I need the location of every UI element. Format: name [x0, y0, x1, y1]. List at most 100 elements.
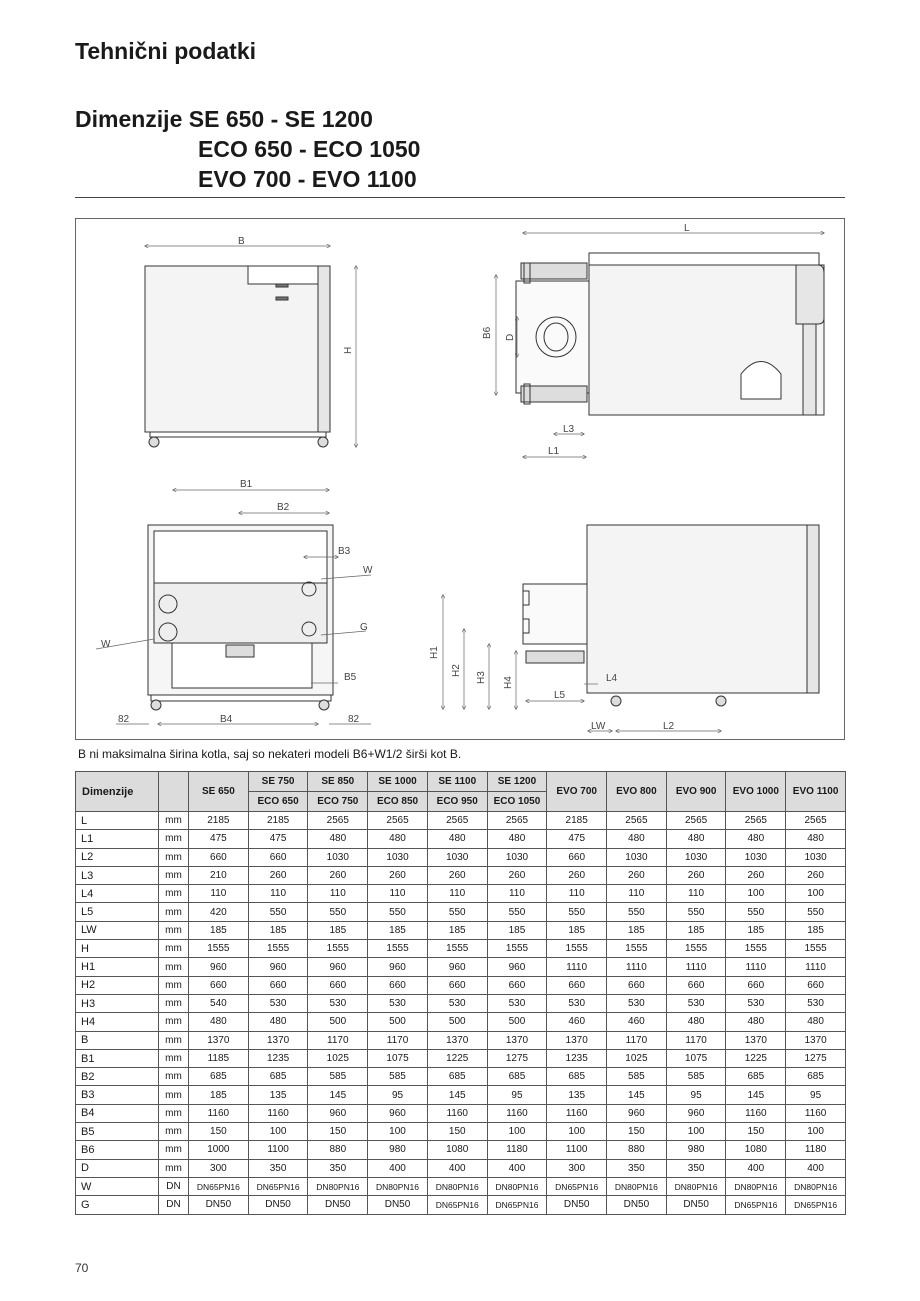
row-label: L1: [75, 829, 159, 849]
table-cell: 530: [307, 993, 369, 1014]
table-cell: 585: [606, 1067, 667, 1087]
dimensions-table: Dimenzije SE 650 SE 750 SE 850 SE 1000 S…: [75, 771, 846, 1215]
table-cell: 210: [188, 865, 249, 886]
table-cell: 185: [546, 920, 608, 941]
table-cell: 150: [426, 1122, 488, 1142]
table-cell: DN65PN16: [785, 1195, 846, 1215]
table-cell: 185: [426, 920, 488, 941]
table-cell: 260: [367, 865, 428, 886]
table-cell: 1025: [307, 1048, 369, 1069]
table-cell: 660: [426, 975, 488, 995]
table-cell: 1370: [247, 1030, 309, 1050]
table-cell: 1225: [725, 1048, 787, 1069]
header-col: SE 850: [307, 771, 369, 792]
table-cell: 550: [546, 902, 608, 922]
table-cell: 260: [665, 865, 727, 886]
table-cell: 660: [606, 975, 667, 995]
dim-label-B1: B1: [240, 479, 253, 490]
table-cell: 660: [546, 847, 608, 867]
table-cell: DN65PN16: [725, 1195, 787, 1215]
table-cell: 150: [606, 1122, 667, 1142]
table-cell: 2565: [665, 810, 727, 831]
header-col: SE 1200: [486, 771, 548, 792]
table-cell: 660: [247, 975, 309, 995]
table-cell: 660: [725, 975, 787, 995]
table-cell: 150: [188, 1122, 249, 1142]
row-unit: mm: [158, 810, 189, 831]
table-cell: 480: [486, 829, 548, 849]
table-cell: 1370: [426, 1030, 488, 1050]
table-cell: 1025: [606, 1048, 667, 1069]
row-label: B3: [75, 1085, 159, 1105]
table-cell: 1170: [307, 1030, 369, 1050]
row-unit: mm: [158, 902, 189, 922]
row-label: H2: [75, 975, 159, 995]
table-cell: 1370: [546, 1030, 608, 1050]
table-cell: 2565: [367, 810, 428, 831]
table-cell: 185: [725, 920, 787, 941]
dim-label-L1: L1: [548, 446, 560, 457]
row-label: LW: [75, 920, 159, 941]
table-cell: 95: [367, 1085, 428, 1105]
table-cell: DN80PN16: [785, 1176, 846, 1197]
table-cell: 550: [367, 902, 428, 922]
dim-label-82-left: 82: [118, 714, 130, 725]
table-cell: 1075: [367, 1048, 428, 1069]
table-cell: 300: [188, 1158, 249, 1178]
row-label: H4: [75, 1012, 159, 1032]
header-col: SE 1100: [426, 771, 488, 792]
table-cell: 110: [247, 884, 309, 904]
table-cell: 350: [307, 1158, 369, 1178]
table-cell: 660: [367, 975, 428, 995]
table-cell: 1180: [486, 1140, 548, 1160]
rear-view: [95, 490, 372, 724]
table-cell: 880: [307, 1140, 369, 1160]
table-cell: 185: [665, 920, 727, 941]
table-cell: 530: [247, 993, 309, 1014]
table-cell: 480: [606, 829, 667, 849]
row-label: B6: [75, 1140, 159, 1160]
dim-label-B4: B4: [220, 714, 233, 725]
table-cell: 2565: [606, 810, 667, 831]
front-view: [145, 246, 356, 447]
table-cell: 1030: [785, 847, 846, 867]
table-cell: 2565: [307, 810, 369, 831]
table-cell: 185: [188, 920, 249, 941]
table-cell: 95: [785, 1085, 846, 1105]
table-cell: DN65PN16: [546, 1176, 608, 1197]
table-cell: 260: [546, 865, 608, 886]
table-cell: 110: [367, 884, 428, 904]
table-cell: 350: [247, 1158, 309, 1178]
row-unit: mm: [158, 1030, 189, 1050]
table-cell: 1030: [606, 847, 667, 867]
table-cell: 480: [426, 829, 488, 849]
table-cell: 480: [247, 1012, 309, 1032]
table-cell: 480: [725, 829, 787, 849]
table-cell: 530: [426, 993, 488, 1014]
table-cell: 1110: [725, 957, 787, 977]
dim-label-B2: B2: [277, 502, 290, 513]
table-cell: 1110: [546, 957, 608, 977]
table-cell: 660: [188, 847, 249, 867]
table-cell: 1555: [785, 939, 846, 959]
table-cell: 1555: [725, 939, 787, 959]
header-col: SE 650: [188, 771, 249, 812]
table-cell: 1160: [725, 1103, 787, 1124]
table-cell: DN50: [367, 1195, 428, 1215]
table-cell: 145: [426, 1085, 488, 1105]
table-cell: 685: [426, 1067, 488, 1087]
table-cell: 1555: [606, 939, 667, 959]
row-label: G: [75, 1195, 159, 1215]
header-col: EVO 1100: [785, 771, 846, 812]
row-unit: mm: [158, 1103, 189, 1124]
row-unit: mm: [158, 1122, 189, 1142]
table-cell: DN80PN16: [725, 1176, 787, 1197]
table-cell: 1110: [665, 957, 727, 977]
dim-label-H4: H4: [503, 676, 514, 689]
